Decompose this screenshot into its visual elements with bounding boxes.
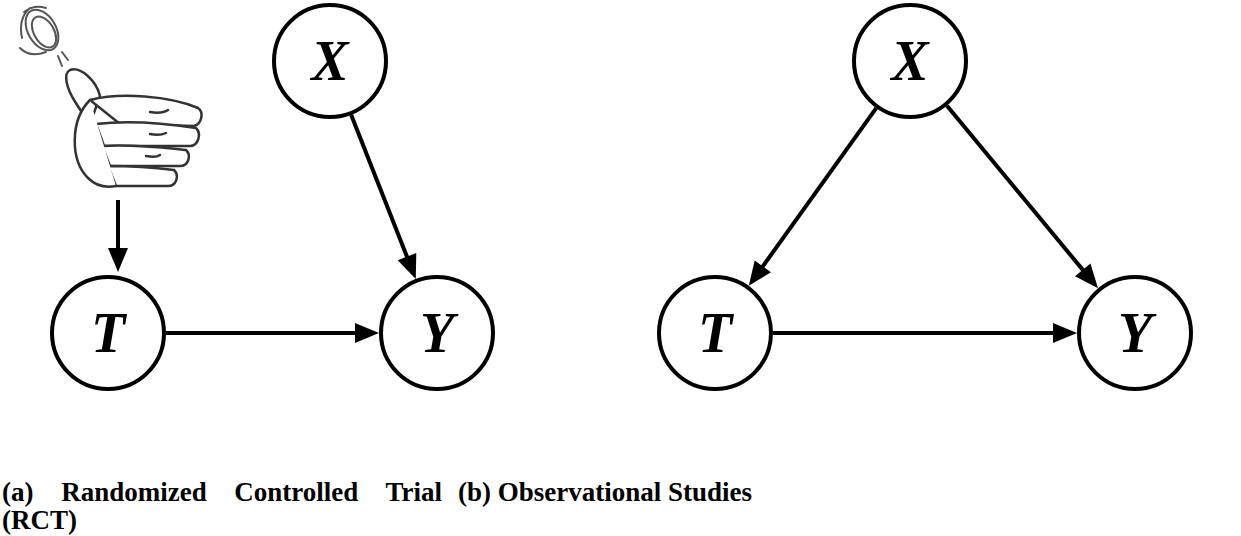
hand bbox=[66, 69, 201, 186]
variable-circle: X bbox=[852, 3, 968, 119]
variable-circle: X bbox=[272, 3, 388, 119]
panel-caption: (a) Randomized Controlled Trial (RCT) bbox=[2, 478, 442, 534]
variable-circle: Y bbox=[1077, 275, 1193, 391]
variable-circle: Y bbox=[379, 275, 495, 391]
variable-name: T bbox=[91, 305, 125, 361]
causal-arrow bbox=[947, 106, 1098, 289]
causal-arrow bbox=[749, 108, 876, 286]
variable-circle: T bbox=[657, 275, 773, 391]
causal-arrow bbox=[773, 323, 1077, 343]
causal-arrow bbox=[166, 323, 379, 343]
variable-name: Y bbox=[420, 305, 454, 361]
panel-caption: (b) Observational Studies bbox=[458, 478, 878, 506]
variable-name: Y bbox=[1118, 305, 1152, 361]
coin bbox=[19, 4, 68, 66]
variable-name: X bbox=[311, 33, 348, 89]
variable-name: X bbox=[891, 33, 928, 89]
variable-circle: T bbox=[50, 275, 166, 391]
causal-arrow bbox=[351, 115, 416, 279]
hand-arrow bbox=[108, 200, 128, 272]
variable-name: T bbox=[698, 305, 732, 361]
